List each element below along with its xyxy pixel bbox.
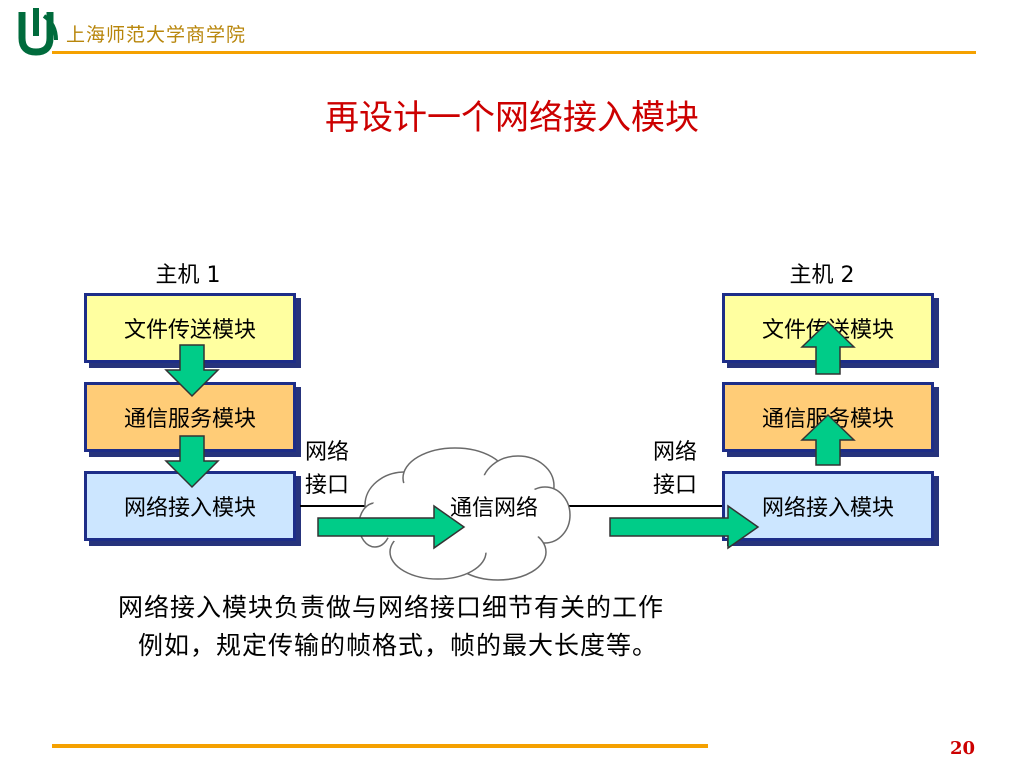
host1-down-arrow-upper xyxy=(164,344,220,398)
right-arrow-into-cloud xyxy=(317,504,466,550)
host2-label: 主机 2 xyxy=(789,263,855,288)
host1-down-arrow-lower xyxy=(164,435,220,489)
left-interface-label: 网络 接口 xyxy=(305,436,349,502)
host2-up-arrow-lower xyxy=(800,413,856,466)
host1-label: 主机 1 xyxy=(155,263,221,288)
description-line2: 例如，规定传输的帧格式，帧的最大长度等。 xyxy=(138,631,659,660)
page-number: 20 xyxy=(950,738,976,759)
school-logo xyxy=(18,8,58,56)
description-line1: 网络接入模块负责做与网络接口细节有关的工作 xyxy=(118,593,665,622)
left-interface-line2: 接口 xyxy=(305,473,350,498)
right-interface-label: 网络 接口 xyxy=(653,436,697,502)
right-interface-line1: 网络 xyxy=(653,440,698,465)
header-rule xyxy=(52,51,976,54)
right-arrow-to-host2 xyxy=(609,504,760,550)
host2-up-arrow-upper xyxy=(800,320,856,375)
footer-rule xyxy=(52,744,708,748)
right-interface-line2: 接口 xyxy=(653,473,698,498)
slide-title: 再设计一个网络接入模块 xyxy=(325,98,699,138)
school-name: 上海师范大学商学院 xyxy=(66,24,247,46)
host1-file-transfer-module: 文件传送模块 xyxy=(84,293,296,363)
host2-network-access-module: 网络接入模块 xyxy=(722,471,934,541)
network-label: 通信网络 xyxy=(450,496,539,521)
left-interface-line1: 网络 xyxy=(305,440,350,465)
host1-network-access-module: 网络接入模块 xyxy=(84,471,296,541)
